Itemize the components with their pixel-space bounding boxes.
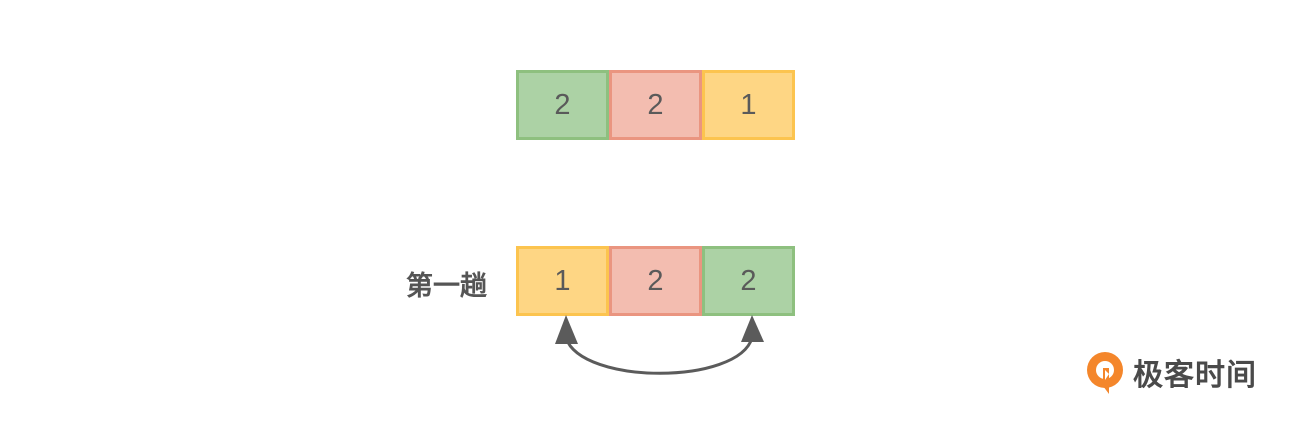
array-row-first-pass: 1 2 2 [516, 246, 795, 316]
arrow-head-left [555, 315, 578, 344]
arrow-head-right [741, 315, 764, 342]
swap-arrow-curve [564, 337, 754, 375]
brand-logo: 极客时间 [1085, 350, 1257, 394]
array-cell: 2 [609, 246, 702, 316]
array-cell: 2 [609, 70, 702, 140]
array-cell: 2 [702, 246, 795, 316]
array-cell: 1 [516, 246, 609, 316]
array-row-initial: 2 2 1 [516, 70, 795, 140]
pass-label: 第一趟 [406, 271, 487, 302]
array-cell: 1 [702, 70, 795, 140]
brand-name: 极客时间 [1133, 358, 1257, 393]
array-cell: 2 [516, 70, 609, 140]
geekbang-logo-icon [1087, 352, 1123, 394]
